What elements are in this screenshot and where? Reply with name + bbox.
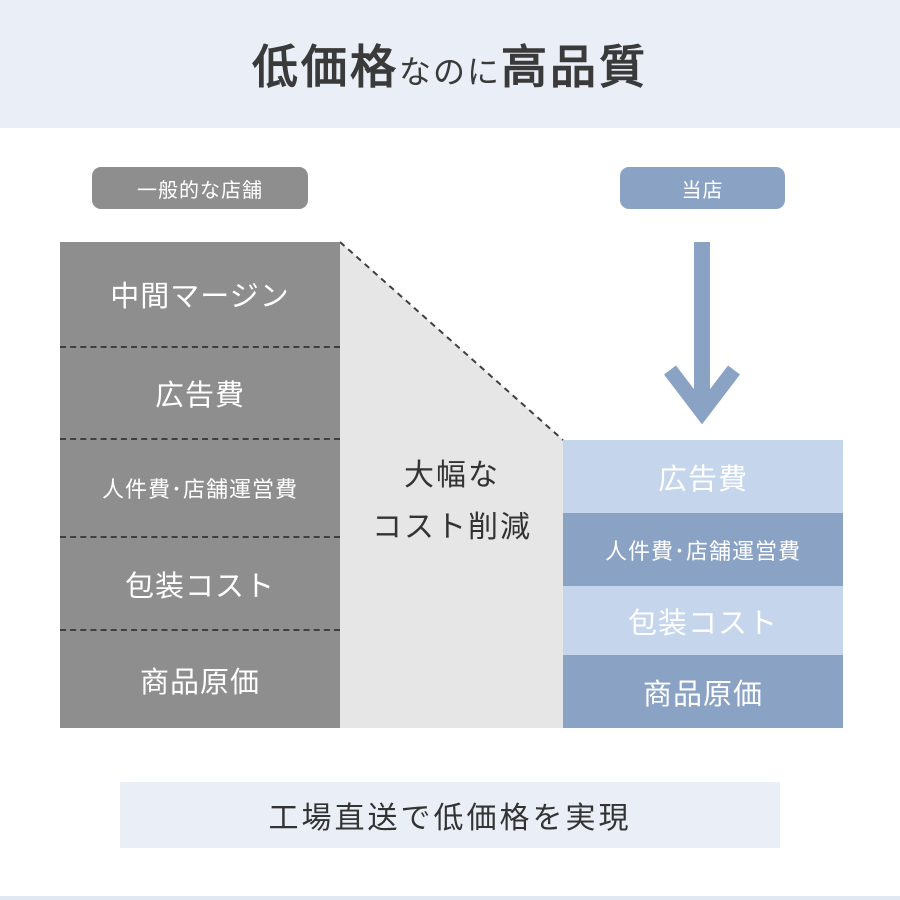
general-row-product-cost: 商品原価: [139, 664, 260, 699]
cost-reduction-shape: [340, 242, 563, 728]
general-row-labor: 人件費･店舗運営費: [101, 478, 298, 503]
row-divider: [60, 629, 340, 631]
down-arrow-icon: [664, 242, 740, 424]
our-row-packaging: 包装コスト: [563, 586, 843, 655]
cost-reduction-label: 大幅な コスト削減: [342, 450, 562, 554]
our-row-product-cost: 商品原価: [563, 655, 843, 728]
header-banner: 低価格なのに高品質: [0, 0, 900, 128]
general-row-advertising: 広告費: [154, 378, 245, 412]
our-store-cost-column: 広告費 人件費･店舗運営費 包装コスト 商品原価: [563, 440, 843, 728]
row-divider: [60, 346, 340, 348]
factory-direct-banner: 工場直送で低価格を実現: [120, 782, 780, 848]
cost-reduction-line1: 大幅な: [404, 458, 500, 493]
general-row-packaging: 包装コスト: [124, 568, 275, 603]
reduction-dashed-line: [339, 241, 564, 441]
general-store-label: 一般的な店舗: [92, 167, 308, 209]
title-connector: なのに: [398, 53, 501, 91]
general-row-margin: 中間マージン: [110, 279, 290, 313]
title-high-quality: 高品質: [501, 40, 648, 94]
page-title: 低価格なのに高品質: [252, 31, 648, 97]
cost-reduction-line2: コスト削減: [372, 510, 532, 545]
bottom-divider: [0, 896, 900, 900]
row-divider: [60, 438, 340, 440]
title-low-price: 低価格: [251, 40, 399, 94]
row-divider: [60, 536, 340, 538]
our-row-labor: 人件費･店舗運営費: [563, 513, 843, 586]
our-row-advertising: 広告費: [563, 440, 843, 513]
general-store-cost-column: 中間マージン 広告費 人件費･店舗運営費 包装コスト 商品原価: [60, 242, 340, 728]
our-store-label: 当店: [620, 167, 785, 209]
